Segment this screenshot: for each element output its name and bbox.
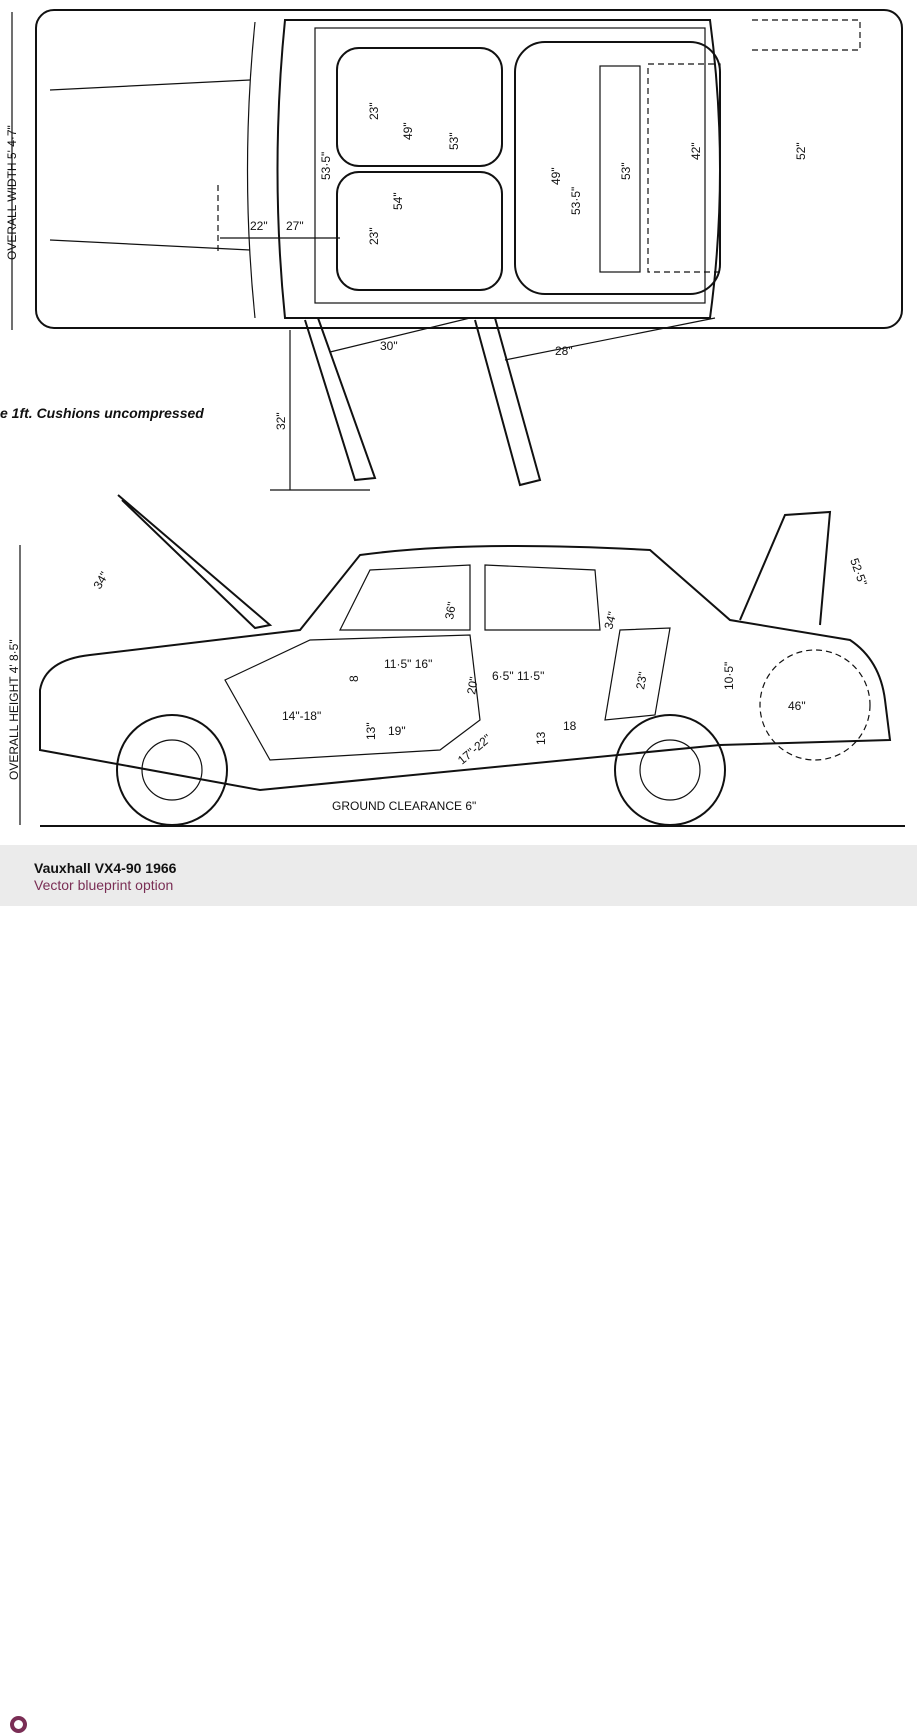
dim-label: 22" <box>250 219 268 233</box>
dim-label: 53·5" <box>569 187 583 215</box>
dim-label: 23" <box>367 102 381 120</box>
dim-label: 19" <box>388 724 406 738</box>
dim-label: 32" <box>274 412 288 430</box>
dim-label: 23" <box>633 671 650 691</box>
dim-label: 34" <box>90 569 111 591</box>
dim-label: 27" <box>286 219 304 233</box>
cushions-note: e 1ft. Cushions uncompressed <box>0 405 204 421</box>
overall-height-label: OVERALL HEIGHT 4' 8·5" <box>7 639 21 780</box>
dim-label: 49" <box>401 122 415 140</box>
car-blueprint: OVERALL WIDTH 5' 4·7" 53·5" 23" 49" 53" … <box>0 9 905 827</box>
top-view: OVERALL WIDTH 5' 4·7" 53·5" 23" 49" 53" … <box>0 9 903 491</box>
side-view: OVERALL HEIGHT 4' 8·5" 34" 36" 11·5" 16"… <box>7 494 905 827</box>
dim-label: 8 <box>347 675 361 682</box>
dim-label: 17"-22" <box>455 731 494 767</box>
dim-label: 52·5" <box>847 556 870 587</box>
dim-label: 30" <box>380 339 398 353</box>
dim-label: 10·5" <box>722 662 736 690</box>
dim-label: 53" <box>619 162 633 180</box>
dim-label: 34" <box>601 610 619 631</box>
dim-label: 54" <box>391 192 405 210</box>
dim-label: 36" <box>442 601 459 621</box>
dim-label: 18 <box>563 719 577 733</box>
dim-label: 52" <box>794 142 808 160</box>
dim-label: 46" <box>788 699 806 713</box>
dim-label: 20" <box>464 676 481 696</box>
dim-label: 23" <box>367 227 381 245</box>
caption-bar: Vauxhall VX4-90 1966 Vector blueprint op… <box>0 845 917 1733</box>
dim-label: 53" <box>447 132 461 150</box>
dim-label: 6·5" 11·5" <box>492 669 544 683</box>
dim-label: 28" <box>555 344 573 358</box>
dim-label: 11·5" 16" <box>384 657 432 671</box>
caption-subtitle[interactable]: Vector blueprint option <box>34 877 174 893</box>
dim-label: 13" <box>364 722 378 740</box>
dim-label: 13 <box>534 731 548 745</box>
dim-label: 53·5" <box>319 152 333 180</box>
radio-ring-icon[interactable] <box>10 1716 27 1733</box>
dim-label: 49" <box>549 167 563 185</box>
dim-label: 42" <box>689 142 703 160</box>
dim-label: 14"-18" <box>282 709 321 723</box>
overall-width-label: OVERALL WIDTH 5' 4·7" <box>5 125 19 260</box>
ground-clearance-label: GROUND CLEARANCE 6" <box>332 799 476 813</box>
caption-title: Vauxhall VX4-90 1966 <box>34 860 177 876</box>
